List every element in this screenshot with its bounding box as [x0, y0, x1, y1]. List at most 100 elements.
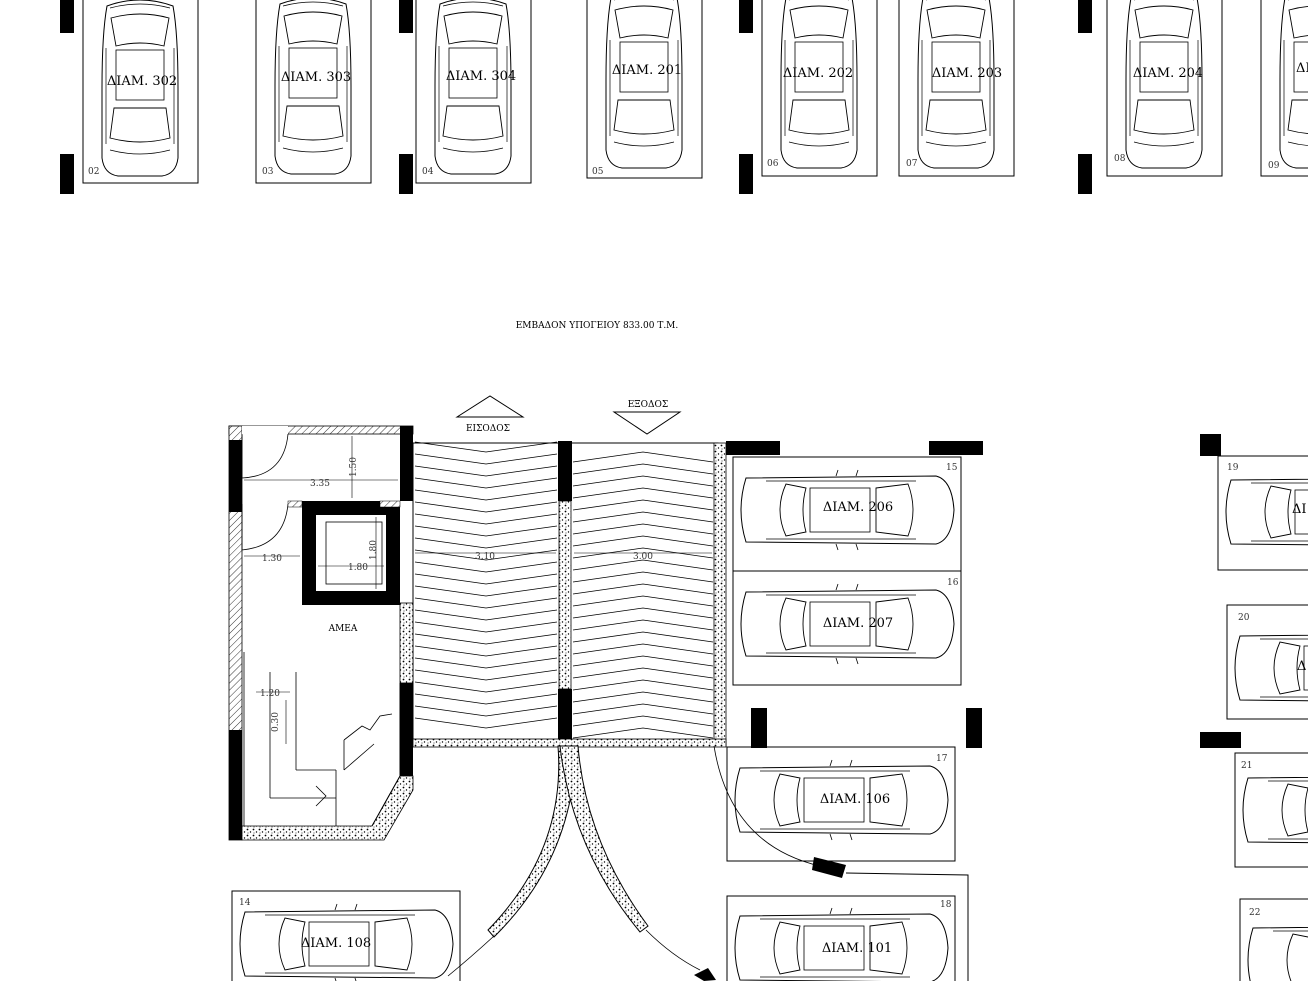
entrance-label: ΕΙΣΟΔΟΣ: [466, 424, 510, 434]
space-label: ΔΙΑΜ. 206: [823, 500, 893, 515]
space-label: ΔΙΑΜ. 203: [932, 66, 1002, 81]
dimension-label: 1.80: [369, 540, 379, 560]
pillar: [739, 0, 753, 33]
dimension-label: 1.20: [260, 689, 280, 699]
dimension-label: 3.35: [310, 479, 330, 489]
space-label: ΔΙΑΜ. 108: [301, 936, 371, 951]
ramp-chevron: [572, 451, 714, 463]
parking-space-14: ΔΙΑΜ. 108 14: [231, 890, 461, 981]
ramp-chevron: [414, 477, 558, 489]
staircase: 1.20 0.30: [243, 652, 393, 828]
stair-core: 3.35 1.50 1.80 1.80 1.30 ΑΜΕΑ 1.20 0.30: [228, 425, 414, 841]
space-number: 04: [422, 167, 434, 177]
space-number: 22: [1249, 908, 1260, 918]
parking-space-05: ΔΙΑΜ. 201 05: [586, 0, 703, 179]
space-label: ΔΙΑΜ.: [1296, 61, 1308, 76]
door-swing: [241, 433, 289, 479]
parking-space-09: ΔΙΑΜ. 09: [1260, 0, 1308, 177]
space-number: 16: [947, 578, 959, 588]
elevator-car: [325, 521, 383, 585]
ramp-chevron: [572, 535, 714, 547]
space-label: ΔΙ: [1292, 502, 1307, 517]
top-parking-row: ΔΙΑΜ. 302 02 ΔΙΑΜ. 303 03 ΔΙΑΜ. 304 04 Δ…: [60, 0, 1308, 194]
space-label: ΔΙΑΜ. 201: [612, 63, 682, 78]
ramp-chevron: [414, 561, 558, 573]
space-number: 03: [262, 167, 274, 177]
ramp-chevron: [572, 475, 714, 487]
parking-space-16: ΔΙΑΜ. 207 16: [732, 570, 962, 686]
parking-space-03: ΔΙΑΜ. 303 03: [255, 0, 372, 184]
disabled-access-label: ΑΜΕΑ: [328, 624, 358, 634]
ramp-chevron: [414, 669, 558, 681]
space-number: 14: [239, 898, 251, 908]
pillar: [739, 154, 753, 194]
exit-arrow-icon: [612, 411, 682, 435]
entrance-arrow-icon: [455, 395, 525, 418]
parking-space-04: ΔΙΑΜ. 304 04: [415, 0, 532, 184]
ramp-chevron: [572, 715, 714, 727]
space-label: Δ: [1297, 659, 1306, 674]
parking-space-07: ΔΙΑΜ. 203 07: [898, 0, 1015, 177]
ramp-chevron: [414, 465, 558, 477]
parking-space-19: ΔΙ 19: [1217, 455, 1308, 571]
space-number: 15: [946, 463, 958, 473]
dimension-label: 3.10: [475, 552, 495, 562]
space-label: ΔΙΑΜ. 303: [281, 70, 351, 85]
parking-space-20: Δ 20: [1226, 604, 1308, 720]
exit-marker: ΕΞΟΔΟΣ: [612, 400, 682, 435]
space-number: 07: [906, 159, 918, 169]
space-label: ΔΙΑΜ. 304: [446, 69, 516, 84]
ramp-chevron: [414, 633, 558, 645]
ramp-chevron: [414, 717, 558, 729]
space-number: 18: [940, 900, 952, 910]
ramp-chevron: [572, 703, 714, 715]
ramp-chevron: [572, 487, 714, 499]
ramp-chevron: [414, 453, 558, 465]
ramp-chevron: [572, 607, 714, 619]
ramp-chevron: [572, 679, 714, 691]
ramp-chevron: [572, 523, 714, 535]
dimension-label: 1.30: [262, 554, 282, 564]
side-parking-spaces: ΔΙΑΜ. 206 15 ΔΙΑΜ. 207 16 ΔΙΑΜ. 106 17 Δ…: [231, 434, 1308, 981]
space-number: 20: [1238, 613, 1250, 623]
space-number: 05: [592, 167, 604, 177]
parking-space-17: ΔΙΑΜ. 106 17: [726, 746, 956, 862]
ramp-chevron: [572, 499, 714, 511]
pillar: [1078, 154, 1092, 194]
ramp-chevron: [572, 631, 714, 643]
ramp-chevron: [572, 463, 714, 475]
ramp-chevron: [414, 621, 558, 633]
ramp-chevron: [414, 441, 558, 453]
ramp-area: 3.10 3.00: [412, 441, 727, 748]
dimension-label: 1.80: [348, 563, 368, 573]
ramp-chevron: [414, 525, 558, 537]
space-label: ΔΙΑΜ. 204: [1133, 66, 1203, 81]
ramp-chevron: [414, 609, 558, 621]
area-note: ΕΜΒΑΔΟΝ ΥΠΟΓΕΙΟΥ 833.00 Τ.Μ.: [516, 321, 679, 331]
space-label: ΔΙΑΜ. 106: [820, 792, 890, 807]
parking-space-21: 21: [1234, 752, 1308, 868]
pillar: [399, 154, 413, 194]
entrance-marker: ΕΙΣΟΔΟΣ: [455, 395, 525, 434]
ramp-chevron: [572, 667, 714, 679]
parking-space-22: 22: [1239, 898, 1308, 981]
space-number: 19: [1227, 463, 1239, 473]
parking-space-06: ΔΙΑΜ. 202 06: [761, 0, 878, 177]
ramp-chevrons: [414, 441, 714, 739]
ramp-chevron: [414, 705, 558, 717]
space-number: 06: [767, 159, 779, 169]
parking-space-15: ΔΙΑΜ. 206 15: [732, 456, 962, 572]
dimension-label: 3.00: [633, 552, 653, 562]
space-number: 02: [88, 167, 99, 177]
ramp-chevron: [572, 655, 714, 667]
pillar: [399, 0, 413, 33]
door-swing: [241, 503, 289, 551]
ramp-chevron: [414, 549, 558, 561]
ramp-chevron: [572, 643, 714, 655]
ramp-chevron: [572, 595, 714, 607]
parking-space-02: ΔΙΑΜ. 302 02: [82, 0, 199, 184]
space-number: 21: [1241, 761, 1252, 771]
dimension-label: 1.50: [349, 457, 359, 477]
ramp-chevron: [414, 597, 558, 609]
